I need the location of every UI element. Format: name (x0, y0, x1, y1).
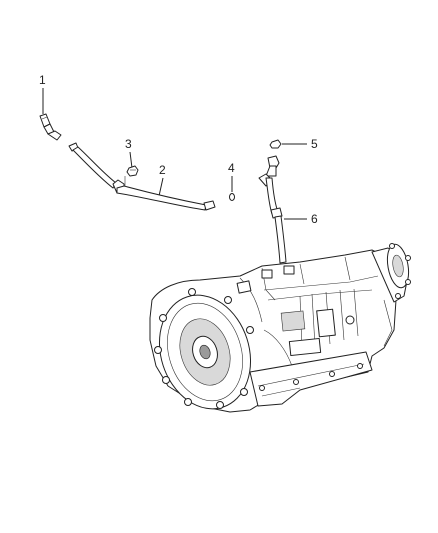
callout-number-2: 2 (159, 163, 166, 177)
callout-number-4: 4 (228, 161, 235, 175)
bolt-3 (126, 165, 139, 177)
callout-2: 2 (158, 163, 166, 197)
leader-line-3 (129, 151, 133, 169)
callout-number-5: 5 (311, 137, 318, 151)
o-ring-4 (229, 193, 235, 201)
dipstick-tube (68, 142, 216, 211)
callout-number-3: 3 (125, 137, 132, 151)
dipstick-handle (39, 113, 62, 141)
callout-number-1: 1 (39, 73, 46, 87)
callout-4: 4 (228, 161, 235, 192)
leader-line-2 (158, 177, 164, 197)
bolt-5 (269, 139, 282, 149)
callout-1: 1 (39, 73, 46, 114)
callout-number-6: 6 (311, 212, 318, 226)
transmission-assembly (149, 243, 411, 413)
vent-hose-6 (258, 155, 287, 264)
callout-5: 5 (282, 137, 318, 151)
callout-6: 6 (284, 212, 318, 226)
callout-3: 3 (125, 137, 133, 169)
